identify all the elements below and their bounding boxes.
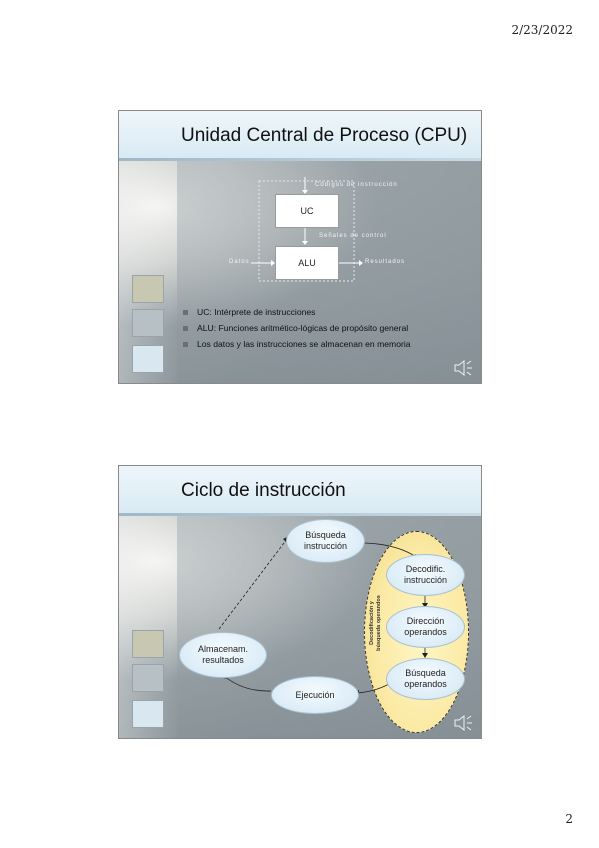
bullet-icon [183, 341, 188, 347]
decor-square [132, 630, 164, 658]
list-item: ALU: Funciones aritmético-lógicas de pro… [183, 320, 411, 336]
bullet-icon [183, 325, 188, 331]
bullet-list: UC: Intérprete de instrucciones ALU: Fun… [183, 304, 411, 352]
node-store-results: Almacenam.resultados [179, 632, 267, 678]
decor-square [132, 345, 164, 373]
decor-square [132, 275, 164, 303]
slide-title-band [119, 466, 481, 516]
decor-square [132, 700, 164, 728]
slide-title: Unidad Central de Proceso (CPU) [181, 125, 468, 146]
speaker-icon[interactable] [453, 714, 475, 732]
node-execution: Ejecución [271, 676, 359, 714]
list-item: Los datos y las instrucciones se almacen… [183, 336, 411, 352]
page-date: 2/23/2022 [511, 23, 573, 37]
slide-cpu: Unidad Central de Proceso (CPU) Códigos … [118, 110, 482, 384]
decor-square [132, 664, 164, 692]
results-label: Resultados [365, 259, 406, 265]
slide-title-band [119, 111, 481, 161]
slide-title: Ciclo de instrucción [181, 480, 346, 501]
page-number: 2 [565, 812, 573, 826]
data-label: Datos [229, 259, 250, 265]
list-item: UC: Intérprete de instrucciones [183, 304, 411, 320]
bullet-icon [183, 309, 188, 315]
node-decode-instruction: Decodific.instrucción [386, 554, 465, 596]
alu-box: ALU [275, 246, 339, 280]
control-signals-label: Señales de control [319, 233, 387, 239]
speaker-icon[interactable] [453, 359, 475, 377]
uc-box: UC [275, 194, 339, 228]
cpu-diagram [251, 177, 363, 282]
decor-square [132, 309, 164, 337]
codes-label: Códigos de instrucción [315, 182, 398, 188]
